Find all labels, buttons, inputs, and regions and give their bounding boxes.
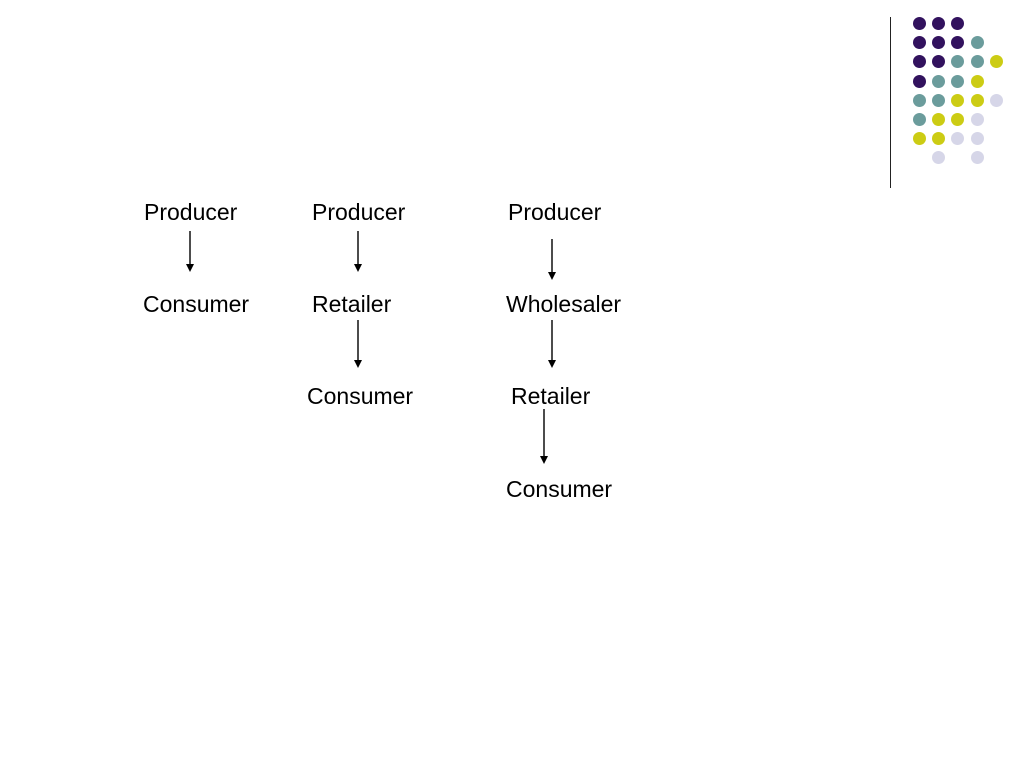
decorative-dot bbox=[970, 151, 984, 165]
decorative-dot bbox=[951, 36, 965, 50]
chain-1-producer: Producer bbox=[144, 199, 238, 225]
decorative-dot bbox=[989, 93, 1003, 107]
decorative-dot bbox=[913, 113, 926, 126]
decorative-dot bbox=[932, 17, 946, 30]
decorative-dot bbox=[932, 93, 946, 107]
decorative-dot bbox=[951, 93, 965, 107]
chain-1-consumer: Consumer bbox=[143, 291, 250, 317]
decorative-dot bbox=[970, 132, 984, 146]
chain-2-retailer: Retailer bbox=[312, 291, 392, 317]
chain-3-producer: Producer bbox=[508, 199, 602, 225]
decorative-dot bbox=[989, 55, 1003, 69]
decorative-dot bbox=[932, 36, 946, 50]
decorative-dot bbox=[913, 132, 926, 146]
decorative-dot-grid bbox=[0, 0, 1024, 200]
decorative-dot bbox=[951, 132, 965, 146]
decorative-dot bbox=[932, 132, 946, 146]
decorative-dot bbox=[913, 17, 926, 30]
chain-3-consumer: Consumer bbox=[506, 476, 613, 502]
decorative-dot bbox=[951, 17, 965, 30]
decorative-dot bbox=[913, 93, 926, 107]
decorative-dot bbox=[951, 55, 965, 69]
decorative-dot bbox=[913, 74, 926, 88]
decorative-dot bbox=[970, 74, 984, 88]
decorative-dot bbox=[970, 93, 984, 107]
decorative-dot bbox=[970, 113, 984, 126]
decorative-dot bbox=[951, 74, 965, 88]
decorative-dot bbox=[913, 36, 926, 50]
decorative-dot bbox=[932, 151, 946, 165]
decorative-dot bbox=[932, 74, 946, 88]
decorative-dot bbox=[913, 55, 926, 69]
decorative-dot bbox=[932, 113, 946, 126]
decorative-dot bbox=[951, 113, 965, 126]
chain-3-wholesaler: Wholesaler bbox=[506, 291, 622, 317]
vertical-divider bbox=[890, 17, 891, 188]
chain-2-producer: Producer bbox=[312, 199, 406, 225]
decorative-dot bbox=[932, 55, 946, 69]
decorative-dot bbox=[970, 36, 984, 50]
decorative-dot bbox=[970, 55, 984, 69]
chain-3-retailer: Retailer bbox=[511, 383, 591, 409]
chain-2-consumer: Consumer bbox=[307, 383, 414, 409]
